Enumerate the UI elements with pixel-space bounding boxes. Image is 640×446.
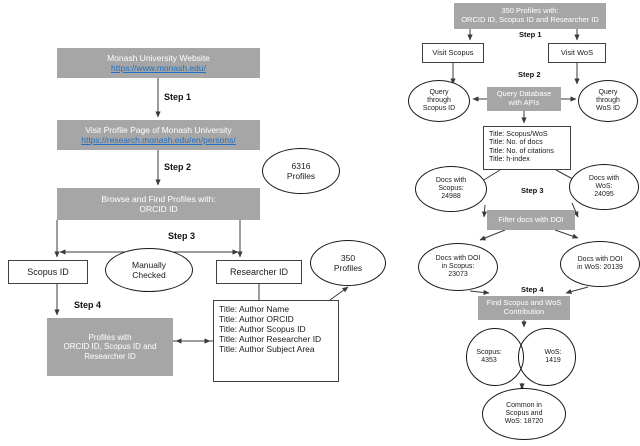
query-db-line2: with APIs [508,98,540,107]
docs-wos-line2: WoS: [595,182,613,190]
title-field: Title: Author Scopus ID [219,324,306,335]
metric-field: Title: h-index [489,154,530,164]
profiles-with-line3: Researcher ID [84,351,136,361]
profiles-with-line2: ORCID ID, Scopus ID and [63,342,157,352]
query-wos-line2: through [596,96,620,104]
browse-line1: Browse and Find Profiles with: [101,193,216,204]
venn-circle-scopus: Scopus: 4353 [466,328,524,386]
visit-wos-label: Visit WoS [560,47,594,57]
right-header-line1: 350 Profiles with: [501,6,559,16]
filter-doi-label: Filter docs with DOI [498,214,564,224]
docs-wos-count: 24095 [594,191,614,199]
browse-line2: ORCID ID [139,204,178,214]
visit-profile-title: Visit Profile Page of Monash University [85,124,232,135]
manually-checked-line1: Manually [131,259,167,270]
monash-website-link[interactable]: https://www.monash.edu/ [111,63,206,73]
node-docs-with-doi-in-wos: Docs with DOI in WoS: 20139 [560,241,640,287]
node-metric-title-fields: Title: Scopus/WoS Title: No. of docs Tit… [483,126,571,170]
profiles-350-label: Profiles [333,263,363,273]
node-docs-with-scopus: Docs with Scopus: 24988 [415,166,487,212]
scopus-id-label: Scopus ID [27,266,69,277]
metric-field: Title: Scopus/WoS [489,129,548,138]
query-db-line1: Query Database [496,89,552,99]
node-manually-checked: Manually Checked [105,248,193,292]
left-step-4-label: Step 4 [74,300,102,310]
common-line1: Common in [506,401,542,409]
node-visit-scopus: Visit Scopus [422,43,484,63]
docs-scopus-line1: Docs with [435,176,467,184]
node-filter-docs-with-doi: Filter docs with DOI [487,210,575,230]
node-find-scopus-wos-contribution: Find Scopus and WoS Contribution [478,296,570,320]
manually-checked-line2: Checked [132,270,166,280]
node-profiles-with-all-ids: Profiles with ORCID ID, Scopus ID and Re… [47,318,173,376]
venn-scopus-count: 4353 [481,357,497,364]
node-browse-find-profiles: Browse and Find Profiles with: ORCID ID [57,188,260,220]
monash-website-title: Monash University Website [107,52,210,63]
node-visit-wos: Visit WoS [548,43,606,63]
profiles-6316-label: Profiles [286,171,316,181]
right-step-4-label: Step 4 [521,285,544,294]
node-docs-with-doi-in-scopus: Docs with DOI in Scopus: 23073 [418,243,498,291]
left-step-3-label: Step 3 [168,231,196,241]
node-monash-website: Monash University Website https://www.mo… [57,48,260,78]
right-step-2-label: Step 2 [518,70,541,79]
common-line2: Scopus and [505,409,543,417]
right-step-1-label: Step 1 [519,30,542,39]
venn-wos-label: WoS: [544,348,562,356]
left-step-1-label: Step 1 [164,92,192,102]
title-field: Title: Author ORCID [219,314,294,325]
doi-wos-line2: in WoS: 20139 [577,264,623,271]
node-350-profiles-header: 350 Profiles with: ORCID ID, Scopus ID a… [454,3,606,29]
visit-profile-link[interactable]: https://research.monash.edu/en/persons/ [81,135,236,145]
query-wos-line1: Query [598,88,618,96]
profiles-6316-count: 6316 [291,160,311,171]
docs-scopus-line2: Scopus: [438,184,464,192]
doi-scopus-line2: in Scopus: [441,262,475,270]
node-author-title-fields: Title: Author Name Title: Author ORCID T… [213,300,339,382]
venn-scopus-label: Scopus: [476,348,502,356]
right-header-line2: ORCID ID, Scopus ID and Researcher ID [461,15,599,24]
doi-scopus-count: 23073 [448,271,468,279]
node-350-profiles: 350 Profiles [310,240,386,286]
docs-scopus-count: 24988 [441,193,461,201]
node-scopus-id: Scopus ID [8,260,88,284]
node-query-database-apis: Query Database with APIs [487,87,561,111]
common-line3: WoS: 18720 [504,418,544,426]
docs-wos-line1: Docs with [588,174,620,182]
query-scopus-line2: through [427,96,451,104]
title-field: Title: Author Subject Area [219,344,315,355]
node-researcher-id: Researcher ID [216,260,302,284]
query-wos-line3: WoS ID [596,105,620,113]
doi-wos-line1: Docs with DOI [577,255,623,263]
query-scopus-line1: Query [429,88,449,96]
node-docs-with-wos: Docs with WoS: 24095 [569,164,639,210]
left-step-2-label: Step 2 [164,162,192,172]
node-query-through-wos-id: Query through WoS ID [578,80,638,122]
venn-wos-count: 1419 [545,357,561,364]
metric-field: Title: No. of citations [489,145,554,155]
right-step-3-label: Step 3 [521,186,544,195]
node-query-through-scopus-id: Query through Scopus ID [408,80,470,122]
title-field: Title: Author Name [219,304,290,314]
profiles-with-line1: Profiles with [88,332,132,342]
venn-circle-wos: WoS: 1419 [518,328,576,386]
query-scopus-line3: Scopus ID [422,105,456,113]
node-6316-profiles: 6316 Profiles [262,148,340,194]
title-field: Title: Author Researcher ID [219,334,322,345]
profiles-350-count: 350 [340,252,356,263]
find-contrib-line1: Find Scopus and WoS [486,298,562,308]
researcher-id-label: Researcher ID [229,266,289,277]
doi-scopus-line1: Docs with DOI [435,254,481,262]
find-contrib-line2: Contribution [503,307,545,316]
node-common-scopus-wos: Common in Scopus and WoS: 18720 [482,388,566,440]
node-visit-profile-page: Visit Profile Page of Monash University … [57,120,260,150]
visit-scopus-label: Visit Scopus [432,47,474,57]
metric-field: Title: No. of docs [489,137,543,147]
